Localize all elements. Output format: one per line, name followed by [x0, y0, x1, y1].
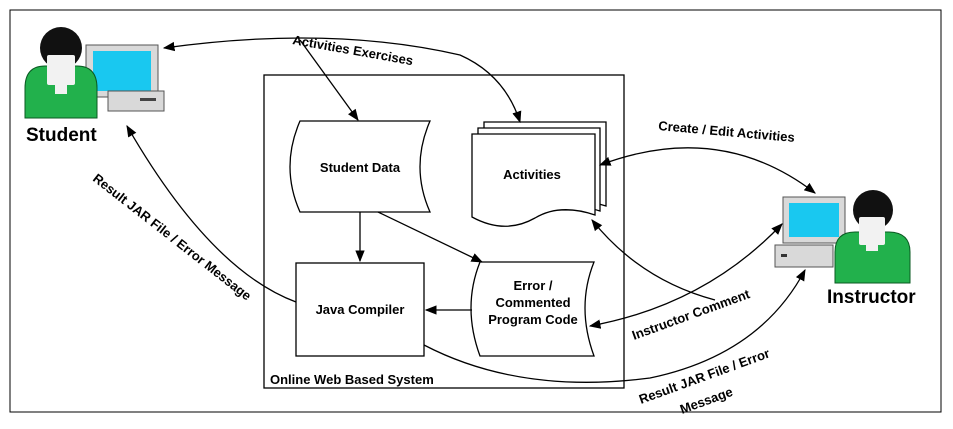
- edge-compiler-student: [126, 124, 297, 303]
- error-code-node: Error / Commented Program Code: [470, 261, 595, 357]
- error-code-line-2: Commented: [495, 295, 570, 310]
- edge-exercises-studentdata: [299, 39, 359, 121]
- edge-comment-activities: [591, 219, 716, 301]
- activities-label: Activities: [503, 167, 561, 182]
- instructor-label: Instructor: [827, 287, 916, 308]
- java-compiler-label: Java Compiler: [316, 302, 405, 317]
- student-data-node: Student Data: [289, 120, 431, 213]
- label-activities-exercises: Activities Exercises: [291, 32, 414, 68]
- error-code-line-3: Program Code: [488, 312, 578, 327]
- student-actor: Student: [24, 27, 165, 146]
- edge-activities-instructor: [598, 147, 816, 194]
- student-computer-icon: [85, 44, 165, 112]
- label-instructor-comment: Instructor Comment: [630, 286, 752, 343]
- error-code-line-1: Error /: [513, 278, 552, 293]
- java-compiler-node: Java Compiler: [295, 262, 425, 357]
- outer-frame: [9, 9, 942, 413]
- label-result-student: Result JAR File / Error Message: [90, 171, 254, 304]
- instructor-computer-icon: [774, 196, 846, 268]
- activities-node: Activities: [471, 121, 607, 227]
- edge-instructor-errorcode: [588, 223, 783, 329]
- label-create-edit: Create / Edit Activities: [658, 118, 796, 145]
- instructor-person-icon: [834, 190, 911, 284]
- edge-compiler-instructor: [423, 268, 806, 383]
- student-label: Student: [26, 125, 97, 146]
- system-label: Online Web Based System: [270, 372, 434, 387]
- student-data-label: Student Data: [320, 160, 401, 175]
- edge-studentdata-errorcode: [377, 211, 484, 263]
- instructor-actor: Instructor: [774, 190, 916, 308]
- student-person-icon: [24, 27, 98, 119]
- edge-activities-student: [162, 37, 522, 124]
